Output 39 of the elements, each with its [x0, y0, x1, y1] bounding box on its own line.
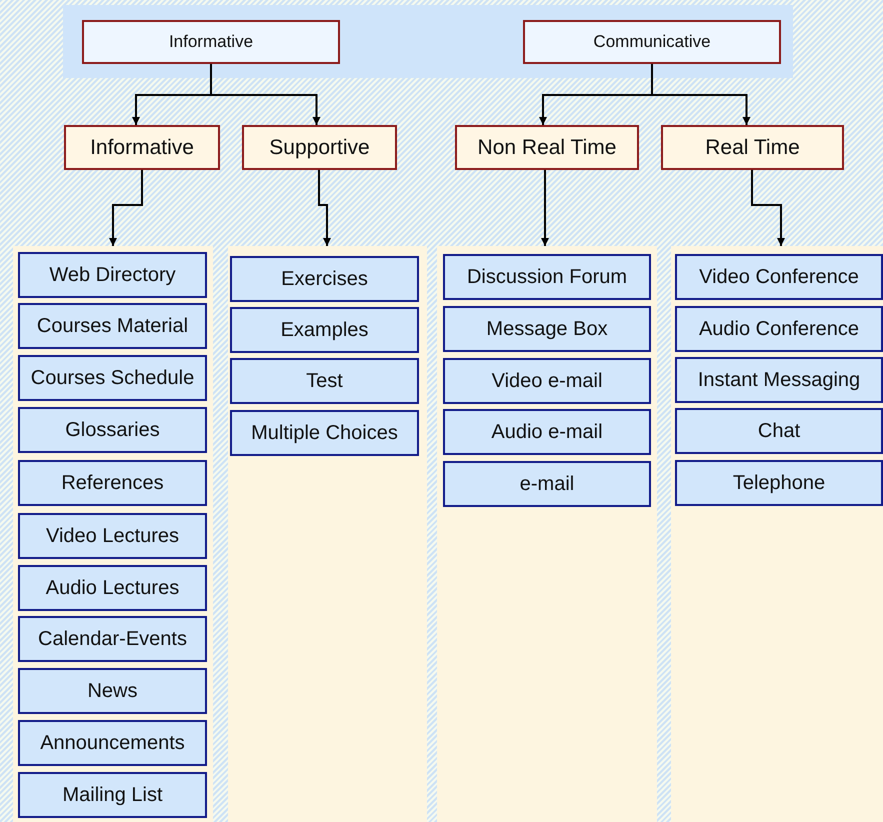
category-box: Informative	[82, 20, 340, 64]
item-box: Calendar-Events	[18, 616, 207, 662]
item-box: Audio Conference	[675, 306, 883, 352]
item-box: Instant Messaging	[675, 357, 883, 403]
column-panel	[228, 246, 427, 822]
item-box: Telephone	[675, 460, 883, 506]
item-box: Audio e-mail	[443, 409, 651, 455]
item-box: Web Directory	[18, 252, 207, 298]
item-box: Multiple Choices	[230, 410, 419, 456]
item-box: Video Conference	[675, 254, 883, 300]
column-panel	[437, 246, 657, 822]
item-box: Audio Lectures	[18, 565, 207, 611]
item-box: Test	[230, 358, 419, 404]
connector-arrow	[751, 170, 785, 246]
connector-arrow	[109, 170, 143, 246]
item-box: Announcements	[18, 720, 207, 766]
item-box: e-mail	[443, 461, 651, 507]
item-box: News	[18, 668, 207, 714]
column-panel	[13, 246, 213, 822]
column-panel	[671, 246, 883, 822]
item-box: Discussion Forum	[443, 254, 651, 300]
subcategory-box: Supportive	[242, 125, 397, 170]
item-box: Glossaries	[18, 407, 207, 453]
subcategory-box: Informative	[64, 125, 220, 170]
category-box: Communicative	[523, 20, 781, 64]
item-box: Video e-mail	[443, 358, 651, 404]
connector-arrow	[318, 170, 331, 246]
item-box: Chat	[675, 408, 883, 454]
item-box: Courses Material	[18, 303, 207, 349]
item-box: Mailing List	[18, 772, 207, 818]
item-box: Examples	[230, 307, 419, 353]
item-box: Exercises	[230, 256, 419, 302]
connector-arrow	[541, 170, 549, 246]
subcategory-box: Real Time	[661, 125, 844, 170]
item-box: Message Box	[443, 306, 651, 352]
subcategory-box: Non Real Time	[455, 125, 639, 170]
item-box: References	[18, 460, 207, 506]
item-box: Courses Schedule	[18, 355, 207, 401]
item-box: Video Lectures	[18, 513, 207, 559]
